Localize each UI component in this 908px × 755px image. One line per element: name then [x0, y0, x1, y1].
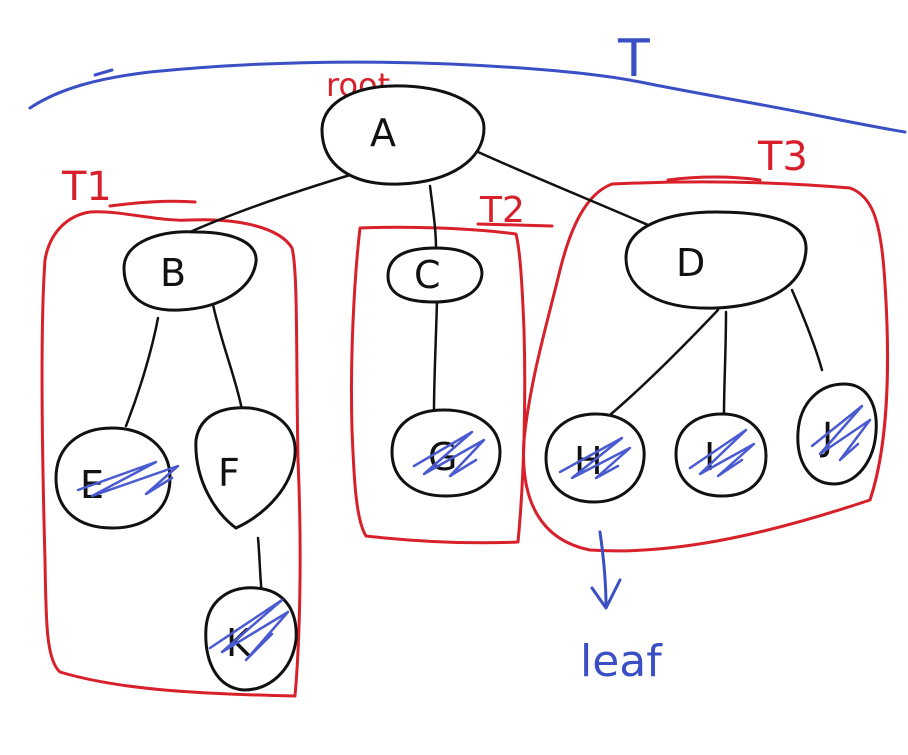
subtree-t1-tick — [108, 199, 197, 208]
subtree-t2-tick — [476, 222, 554, 228]
node-h-scribble — [558, 436, 632, 480]
edge-a-c — [428, 184, 438, 250]
edge-b-f — [210, 298, 244, 412]
subtree-t1-label: T1 — [61, 164, 112, 210]
node-j: J — [796, 382, 878, 486]
subtree-t3-tick — [666, 175, 762, 182]
node-f: F — [194, 406, 297, 530]
node-b-label: B — [160, 251, 186, 295]
node-h: H — [544, 412, 646, 504]
node-e: E — [54, 426, 180, 530]
tree-label: T — [617, 29, 650, 89]
node-b: B — [122, 230, 258, 312]
node-d: D — [624, 210, 808, 310]
node-k-scribble — [208, 598, 290, 662]
node-a: A — [320, 84, 486, 186]
leaf-arrow — [598, 530, 608, 608]
edge-d-j — [790, 288, 824, 372]
tree-brace — [28, 60, 907, 134]
subtree-t1-outline — [40, 210, 302, 698]
edge-c-g — [432, 298, 439, 412]
leaf-arrowhead — [590, 578, 622, 610]
node-f-label: F — [218, 451, 240, 495]
edge-b-e — [124, 316, 160, 428]
node-i: I — [674, 412, 768, 498]
edge-d-i — [722, 310, 728, 416]
subtree-t2-outline — [349, 225, 527, 545]
node-k: K — [204, 586, 298, 692]
leaf-label: leaf — [580, 636, 663, 687]
subtree-t3-label: T3 — [757, 134, 808, 180]
node-c-label: C — [414, 253, 441, 297]
edge-d-h — [602, 308, 720, 422]
node-d-label: D — [676, 241, 705, 285]
edge-a-d — [476, 150, 666, 234]
node-g-scribble — [412, 430, 486, 478]
node-e-scribble — [76, 460, 180, 498]
node-j-scribble — [810, 404, 872, 462]
edge-a-b — [188, 170, 362, 234]
subtree-t3-outline — [522, 180, 889, 553]
edge-f-k — [256, 536, 264, 596]
node-i-label: I — [704, 435, 715, 479]
node-a-label: A — [370, 111, 396, 155]
node-i-scribble — [688, 428, 756, 478]
node-g: G — [390, 408, 502, 498]
tree-brace-tail — [93, 68, 114, 77]
node-c: C — [386, 246, 484, 304]
